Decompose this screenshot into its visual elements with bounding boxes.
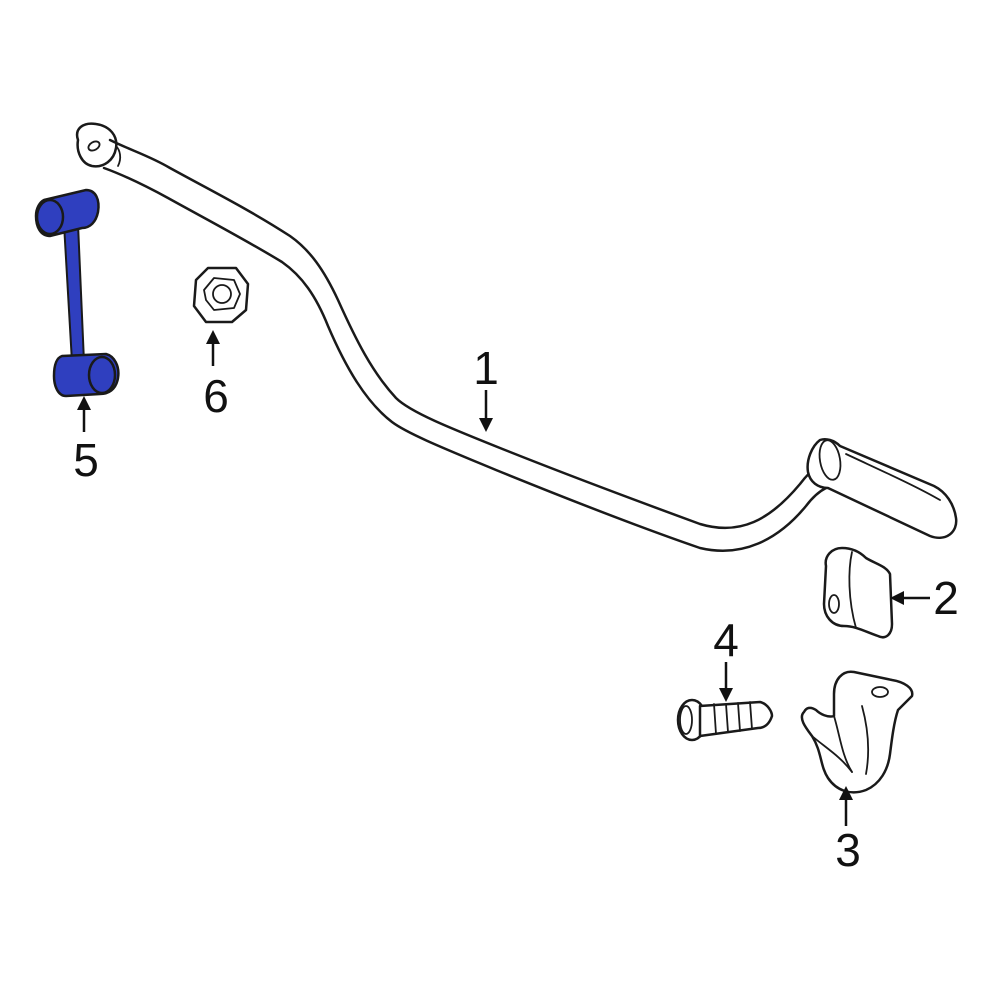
callout-arrow-2 <box>890 591 930 605</box>
callout-arrow-4 <box>719 662 733 702</box>
callout-label-2: 2 <box>933 572 959 624</box>
bushing-bracket[interactable] <box>800 670 914 794</box>
callout-label-5: 5 <box>73 434 99 486</box>
callout-arrow-5 <box>77 396 91 432</box>
stabilizer-bar[interactable] <box>75 122 958 552</box>
callout-arrow-3 <box>839 786 853 826</box>
callout-label-6: 6 <box>203 370 229 422</box>
callout-arrow-1 <box>479 390 493 432</box>
callout-label-1: 1 <box>473 342 499 394</box>
callout-label-4: 4 <box>713 614 739 666</box>
stabilizer-link[interactable] <box>34 188 120 398</box>
nut[interactable] <box>192 266 250 324</box>
callout-label-3: 3 <box>835 824 861 876</box>
callout-arrow-6 <box>206 330 220 366</box>
bolt[interactable] <box>676 698 774 742</box>
bushing[interactable] <box>822 546 894 639</box>
